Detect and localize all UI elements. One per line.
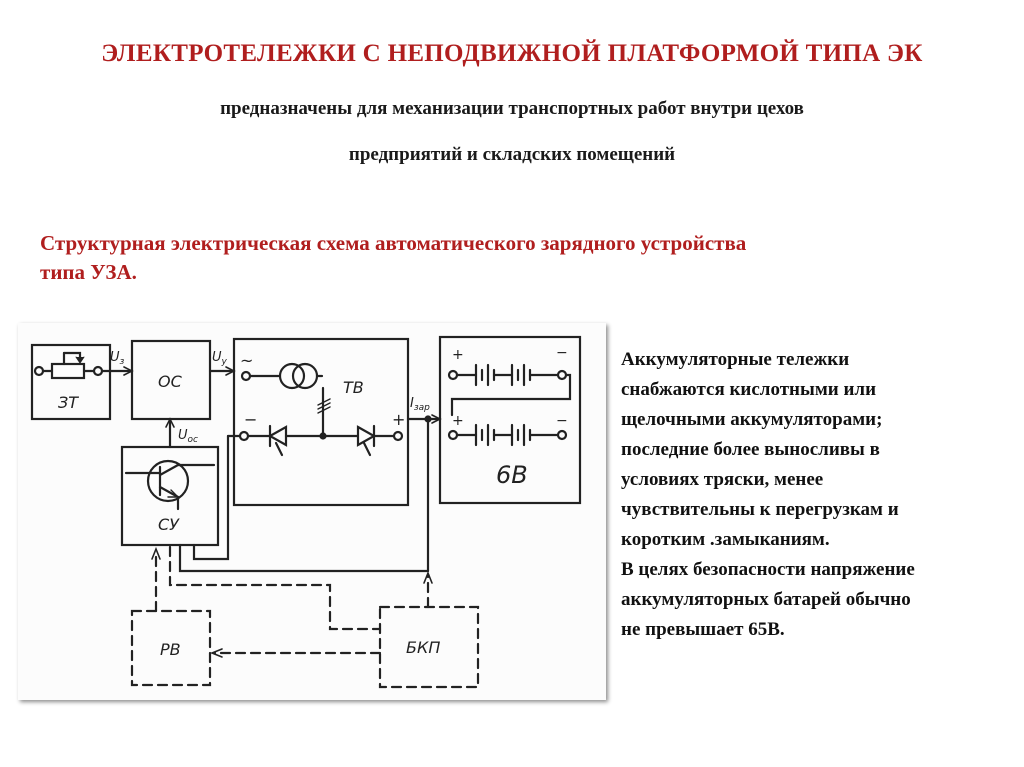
battery-block [438,335,582,505]
section-title-line-2: типа УЗА. [40,260,137,284]
signal-u3-label: Uз [110,350,125,367]
description-line: условиях тряски, менее [621,469,824,490]
description-line: аккумуляторных батарей обычно [621,589,911,610]
svg-text:+: + [452,413,464,429]
zt-label: ЗТ [58,393,79,412]
description-line: Аккумуляторные тележки [621,349,850,370]
battery-bank-icon: + − + − [447,345,572,447]
su-block [120,445,220,547]
signal-uy-label: Uу [212,350,228,367]
tv-label: ТВ [343,378,364,397]
bkp-label: БКП [406,638,440,657]
section-title: Структурная электрическая схема автомати… [40,229,940,287]
description-line: В целях безопасности напряжение [621,559,915,580]
tv-plus-sign: + [392,410,405,429]
control-links [154,545,430,655]
zt-block [30,343,112,421]
description-line: щелочными аккумуляторами; [621,409,883,430]
ac-input-label: ~ [240,351,253,370]
os-label: ОС [158,372,183,391]
description-line: чувствительны к перегрузкам и [621,499,899,520]
block-diagram-svg: ЗТ Uз ОС Uу ~ ТВ − + [30,335,582,689]
description-line: коротким .замыканиям. [621,529,830,550]
thyristor-right-icon [356,424,377,457]
description-line: не превышает 65В. [621,619,785,640]
block-diagram: ЗТ Uз ОС Uу ~ ТВ − + [18,323,606,700]
section-title-line-1: Структурная электрическая схема автомати… [40,231,747,255]
description-text: Аккумуляторные тележки снабжаются кислот… [621,345,1021,645]
signal-izar-label: Iзар [410,396,430,413]
transistor-icon [124,459,216,511]
rv-label: РВ [160,640,181,659]
svg-text:−: − [556,413,568,429]
battery-label: 6В [496,461,528,489]
svg-text:−: − [556,345,568,361]
signal-uos-label: Uос [178,428,198,445]
subtitle-line-2: предприятий и складских помещений [348,144,676,165]
transformer-icon [278,362,319,390]
su-label: СУ [158,515,180,534]
tv-block [232,337,410,507]
os-block [130,339,212,421]
subtitle-line-1: предназначены для механизации транспортн… [220,98,804,119]
svg-text:+: + [452,347,464,363]
thyristor-left-icon [267,424,288,457]
description-line: последние более выносливы в [621,439,880,460]
description-line: снабжаются кислотными или [621,379,877,400]
slide-title: ЭЛЕКТРОТЕЛЕЖКИ С НЕПОДВИЖНОЙ ПЛАТФОРМОЙ … [101,40,923,67]
rv-block [130,609,212,687]
tv-minus-sign: − [244,410,257,429]
potentiometer-icon [33,351,104,380]
